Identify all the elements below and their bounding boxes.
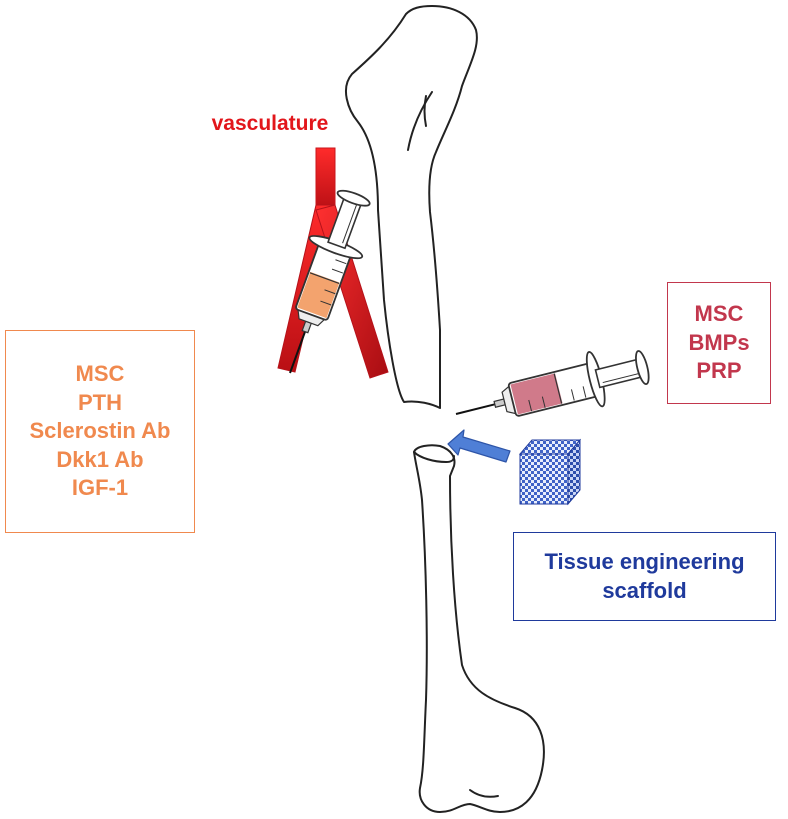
left-agent-dkk1-ab: Dkk1 Ab: [56, 446, 144, 472]
syringe-icon: [289, 189, 371, 374]
left-agent-sclerostin-ab: Sclerostin Ab: [29, 418, 171, 444]
arrow-icon: [447, 429, 511, 463]
left-agent-pth: PTH: [78, 389, 122, 415]
femur-lower-fragment-icon: [413, 444, 545, 813]
syringe-icon: [455, 350, 650, 417]
scaffold-cube-icon: [518, 438, 582, 506]
right-agents-box: MSC BMPs PRP: [667, 282, 771, 404]
right-agent-bmps: BMPs: [688, 329, 750, 355]
right-agent-msc: MSC: [694, 301, 744, 327]
right-agent-prp: PRP: [696, 358, 742, 384]
scaffold-label-line-2: scaffold: [602, 577, 687, 603]
femur-upper-fragment-icon: [344, 5, 478, 409]
left-agents-box: MSC PTH Sclerostin Ab Dkk1 Ab IGF-1: [5, 330, 195, 533]
vasculature-label: vasculature: [211, 112, 329, 135]
left-agent-msc: MSC: [75, 361, 125, 387]
scaffold-label-line-1: Tissue engineering: [544, 548, 745, 574]
scaffold-label-box: Tissue engineering scaffold: [513, 532, 776, 621]
left-agent-igf1: IGF-1: [71, 475, 129, 501]
